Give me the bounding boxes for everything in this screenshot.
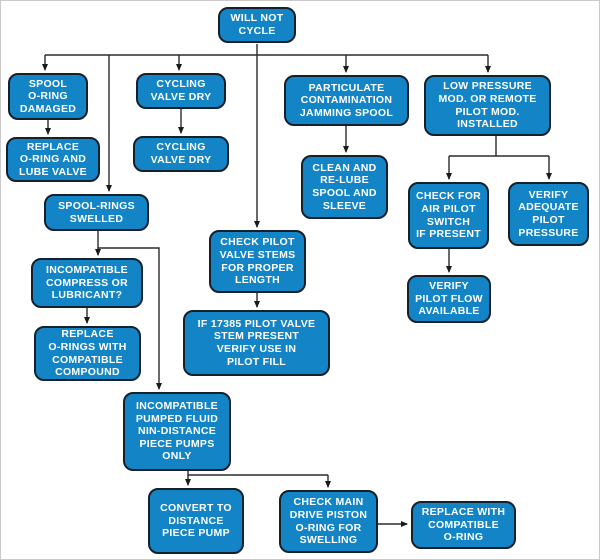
node-replace-compatible-oring: REPLACE WITH COMPATIBLE O-RING	[411, 501, 516, 549]
node-spool-rings-swelled: SPOOL-RINGS SWELLED	[44, 194, 149, 231]
node-if-17385-pilot-valve: IF 17385 PILOT VALVE STEM PRESENT VERIFY…	[183, 310, 330, 376]
node-convert-distance-pump: CONVERT TO DISTANCE PIECE PUMP	[148, 488, 244, 554]
node-replace-orings-compound: REPLACE O-RINGS WITH COMPATIBLE COMPOUND	[34, 326, 141, 381]
node-will-not-cycle: WILL NOT CYCLE	[218, 7, 296, 43]
node-check-air-pilot-switch: CHECK FOR AIR PILOT SWITCH IF PRESENT	[408, 182, 489, 249]
node-spool-oring-damaged: SPOOL O-RING DAMAGED	[8, 73, 88, 120]
node-incompatible-compress: INCOMPATIBLE COMPRESS OR LUBRICANT?	[31, 258, 143, 308]
node-cycling-valve-dry-1: CYCLING VALVE DRY	[136, 73, 226, 109]
node-verify-pilot-flow: VERIFY PILOT FLOW AVAILABLE	[407, 275, 491, 323]
edge-swelled-pumped-fluid	[98, 247, 162, 390]
node-cycling-valve-dry-2: CYCLING VALVE DRY	[133, 136, 229, 172]
node-clean-relube-spool: CLEAN AND RE-LUBE SPOOL AND SLEEVE	[301, 155, 388, 219]
node-check-main-drive-piston: CHECK MAIN DRIVE PISTON O-RING FOR SWELL…	[279, 490, 378, 553]
node-incompatible-pumped-fluid: INCOMPATIBLE PUMPED FLUID NIN-DISTANCE P…	[123, 392, 231, 471]
node-check-pilot-stems: CHECK PILOT VALVE STEMS FOR PROPER LENGT…	[209, 230, 306, 293]
edge-pumped-bus	[187, 471, 328, 476]
node-particulate-contamination: PARTICULATE CONTAMINATION JAMMING SPOOL	[284, 75, 409, 126]
node-replace-oring-lube: REPLACE O-RING AND LUBE VALVE	[6, 137, 100, 182]
node-low-pressure-mod: LOW PRESSURE MOD. OR REMOTE PILOT MOD. I…	[424, 75, 551, 136]
node-verify-adequate-pressure: VERIFY ADEQUATE PILOT PRESSURE	[508, 182, 589, 246]
